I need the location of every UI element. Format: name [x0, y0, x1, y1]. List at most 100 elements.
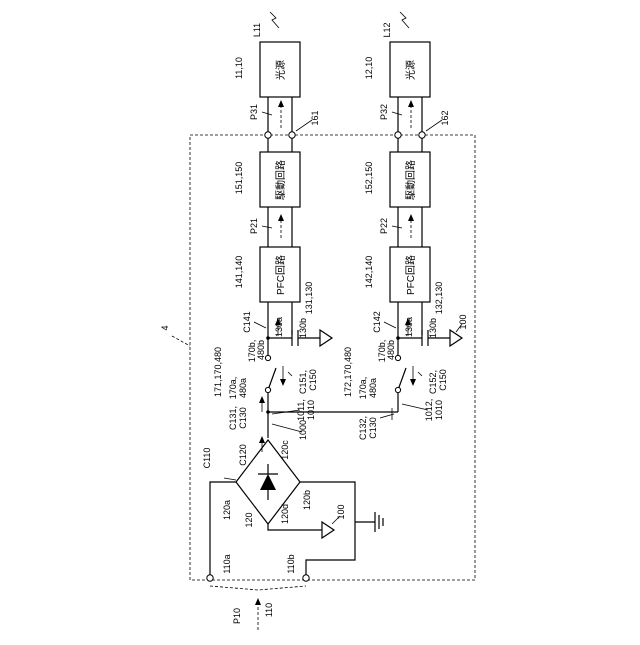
- power-arrow-p31-head: [278, 100, 284, 107]
- switch-171-mark: [288, 372, 292, 376]
- ground-100c-icon: [322, 522, 334, 538]
- switch-172-blade: [398, 368, 406, 390]
- power-arrow-p21-head: [278, 214, 284, 221]
- label-p31: P31: [249, 104, 259, 120]
- terminal-110a: [207, 575, 213, 581]
- diode-icon: [260, 474, 276, 490]
- label-c131: C131,: [228, 406, 238, 430]
- label-12-10: 12,10: [364, 57, 374, 80]
- driver-1-label: 駆動回路: [274, 160, 287, 200]
- driver-2-label: 駆動回路: [404, 160, 417, 200]
- label-170a-2: 170a,: [358, 377, 368, 400]
- node-junction: [266, 410, 270, 414]
- connector-162b: [419, 132, 425, 138]
- leader-110: [210, 586, 306, 590]
- measure-arrow-c120-head: [259, 436, 265, 443]
- connector-161b: [289, 132, 295, 138]
- emission-1-icon: [270, 12, 279, 28]
- switch-171-blade: [268, 368, 276, 390]
- switch-172-contact-a: [395, 387, 400, 392]
- label-p21: P21: [249, 218, 259, 234]
- label-c120: C120: [238, 444, 248, 466]
- wire-neg: [268, 524, 322, 530]
- label-152-150: 152,150: [364, 162, 374, 195]
- label-480b-1: 480b: [256, 340, 266, 360]
- leader-p31: [262, 112, 272, 115]
- light-source-2-label: 光源: [404, 60, 417, 80]
- label-110a: 110a: [222, 554, 232, 573]
- measure-arrow-c110: [224, 478, 236, 480]
- label-161: 161: [310, 110, 320, 125]
- power-arrow-p32-head: [408, 100, 414, 107]
- label-131-130: 131,130: [304, 282, 314, 315]
- label-1010-a: 1010: [306, 400, 316, 420]
- label-110b: 110b: [286, 554, 296, 573]
- ground-100a-icon: [320, 330, 332, 346]
- switch-171-contact-a: [265, 387, 270, 392]
- label-c150-a: C150: [308, 369, 318, 391]
- label-11-10: 11,10: [234, 57, 244, 79]
- connector-162a: [395, 132, 401, 138]
- label-1012: 1012,: [424, 399, 434, 422]
- label-162: 162: [440, 110, 450, 125]
- label-c130-b: C130: [368, 417, 378, 439]
- device-enclosure: [190, 135, 475, 580]
- pfc-1-label: PFC回路: [274, 255, 287, 295]
- label-c142: C142: [372, 311, 382, 333]
- label-c130-a: C130: [238, 407, 248, 429]
- label-142-140: 142,140: [364, 256, 374, 289]
- switch-172-mark: [418, 372, 422, 376]
- label-l12: L12: [382, 22, 392, 37]
- light-source-1-label: 光源: [274, 60, 287, 80]
- label-1000: 1000: [298, 420, 308, 440]
- ground-100b-icon: [450, 330, 462, 346]
- label-l11: L11: [252, 23, 262, 37]
- label-130a-2: 130a: [404, 317, 414, 337]
- label-141-140: 141,140: [234, 256, 244, 289]
- label-120b: 120b: [302, 490, 312, 510]
- node-2a: [396, 336, 400, 340]
- label-c132: C132,: [358, 416, 368, 440]
- label-c151: C151,: [298, 370, 308, 394]
- label-c110: C110: [202, 448, 212, 469]
- label-130b-1: 130b: [298, 318, 308, 338]
- emission-2-icon: [400, 12, 409, 28]
- leader-p32: [392, 112, 402, 115]
- label-130a-1: 130a: [274, 317, 284, 337]
- label-p10: P10: [232, 608, 242, 624]
- label-c150-b: C150: [438, 369, 448, 391]
- leader-p21: [262, 226, 272, 228]
- label-110: 110: [264, 603, 274, 617]
- label-120d: 120d: [280, 504, 290, 524]
- power-arrow-p10-head: [255, 598, 261, 605]
- label-171: 171,170,480: [213, 347, 223, 397]
- label-100-a: 100: [336, 504, 346, 519]
- label-c152: C152,: [428, 370, 438, 394]
- measure-arrow-c152-head: [410, 379, 416, 386]
- label-120: 120: [244, 512, 254, 527]
- measure-arrow-c131-head: [259, 396, 265, 403]
- leader-c142: [384, 322, 396, 328]
- label-132-130: 132,130: [434, 282, 444, 315]
- label-151-150: 151,150: [234, 162, 244, 195]
- label-4: 4: [160, 325, 170, 330]
- label-170a-1: 170a,: [228, 377, 238, 400]
- leader-4: [172, 336, 190, 346]
- power-arrow-p22-head: [408, 214, 414, 221]
- label-172: 172,170,480: [343, 347, 353, 397]
- node-1a: [266, 336, 270, 340]
- label-480a-2: 480a: [368, 378, 378, 398]
- switch-172-contact-b: [395, 355, 400, 360]
- terminal-110b: [303, 575, 309, 581]
- pfc-2-label: PFC回路: [404, 255, 417, 295]
- leader-p22: [392, 226, 402, 228]
- leader-c141: [254, 322, 266, 328]
- label-130b-2: 130b: [428, 318, 438, 338]
- measure-arrow-c151-head: [280, 379, 286, 386]
- label-480a-1: 480a: [238, 378, 248, 398]
- label-p22: P22: [379, 218, 389, 234]
- label-c141: C141: [242, 311, 252, 333]
- label-480b-2: 480b: [386, 340, 396, 360]
